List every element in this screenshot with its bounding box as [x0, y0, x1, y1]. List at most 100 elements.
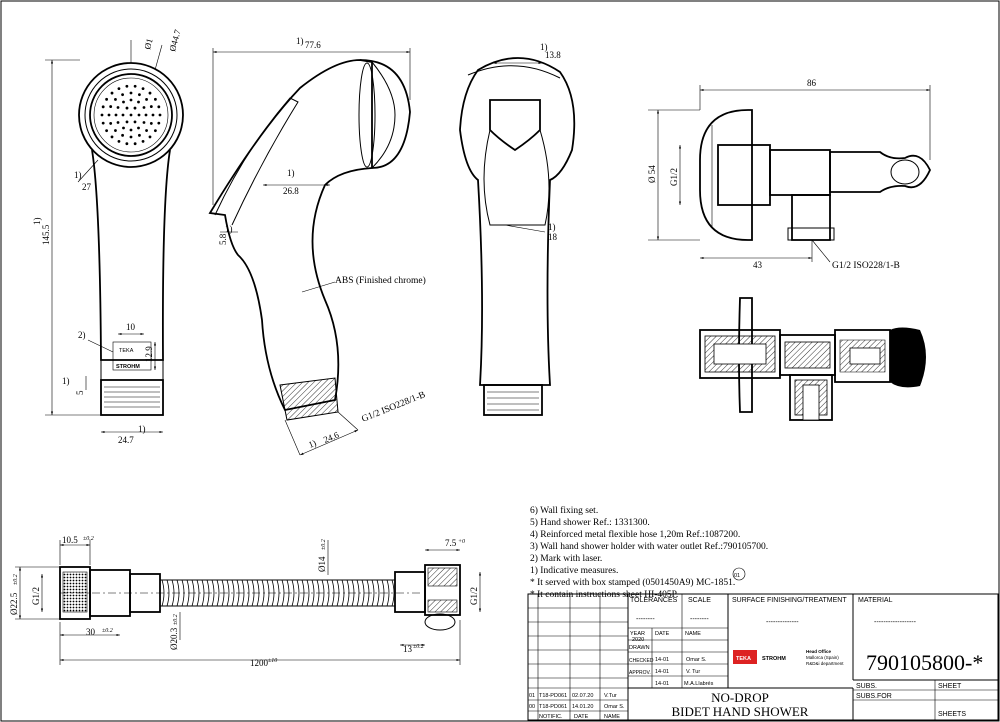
- hose-coil-wind: [286, 579, 290, 607]
- hose-coil-wind: [186, 579, 190, 607]
- nozzle-dot: [129, 135, 133, 139]
- dim-hose-105: 10.5: [62, 535, 78, 545]
- rev-0-id: 01: [529, 693, 535, 699]
- hose-coil-wind: [281, 579, 285, 607]
- hose-coil-wind: [331, 579, 335, 607]
- nozzle-dot: [121, 113, 125, 117]
- hose-coil-wind: [171, 579, 175, 607]
- side-view: 77.6 1) 26.8 1) 5.8 1) ABS (Finished chr…: [208, 36, 427, 456]
- dim-front-width: 24.7: [118, 435, 134, 445]
- holder-section-view: [699, 297, 926, 421]
- dim-hose-30: 30: [86, 627, 96, 637]
- hose-coil-wind: [316, 579, 320, 607]
- name-label: NAME: [685, 631, 701, 637]
- material-value: ------------------: [874, 619, 917, 626]
- dim-side-268: 26.8: [283, 186, 299, 196]
- hose-coil-wind: [306, 579, 310, 607]
- dim-holder-d54: Ø 54: [647, 165, 657, 183]
- nozzle-dot: [116, 106, 120, 109]
- note-5: 5) Hand shower Ref.: 1331300.: [530, 517, 650, 528]
- dim-hose-d203: Ø20.3: [169, 627, 179, 650]
- nozzle-dot: [101, 105, 105, 109]
- title-line-2: BIDET HAND SHOWER: [672, 704, 809, 719]
- ref-side-length: 1): [296, 36, 304, 46]
- hose-coil-wind: [196, 579, 200, 607]
- hose-coil-wind: [221, 579, 225, 607]
- hose-coil-wind: [216, 579, 220, 607]
- hose-coil-wind: [301, 579, 305, 607]
- tol-hose-13: ±0.2: [413, 644, 424, 650]
- nozzle-dot: [100, 113, 104, 117]
- hose-coil-wind: [246, 579, 250, 607]
- tol-hose-d14: ±0.2: [321, 539, 327, 550]
- sheet-label: SHEET: [938, 683, 962, 690]
- approved-name: M.A.Llabrés: [684, 681, 714, 687]
- checked-date: 14-01: [655, 669, 669, 675]
- hose-coil-wind: [161, 579, 165, 607]
- hose-coil-wind: [291, 579, 295, 607]
- scale-value: --------: [690, 616, 709, 623]
- material-label: MATERIAL: [858, 597, 893, 604]
- nozzle-dot: [114, 98, 117, 101]
- hose-coil-wind: [241, 579, 245, 607]
- ref-side-246: 1): [307, 438, 318, 450]
- ref-front-width: 1): [138, 424, 146, 434]
- dim-rear-18: 18: [548, 232, 558, 242]
- subs-for-label: SUBS.FOR: [856, 693, 892, 700]
- hose-coil-wind: [311, 579, 315, 607]
- rev-1-id: 00: [529, 704, 535, 710]
- drawn-label: DRAWN: [629, 645, 650, 651]
- nozzle-dot: [125, 106, 129, 110]
- dim-hose-1200: 1200: [250, 658, 269, 668]
- nozzle-dot: [105, 97, 109, 101]
- teka-logo: [733, 650, 757, 664]
- nozzle-dot: [129, 98, 133, 102]
- nozzle-dot: [137, 126, 140, 130]
- note-1: 1) Indicative measures.: [530, 565, 618, 576]
- hose-coil-wind: [231, 579, 235, 607]
- side-material-label: ABS (Finished chrome): [335, 275, 426, 286]
- ref-rear-18: 1): [548, 222, 556, 232]
- dim-holder-g12: G1/2: [669, 168, 679, 186]
- nozzle-dot: [141, 87, 145, 91]
- tol-hose-d225: ±0.2: [13, 574, 19, 585]
- hose-coil-wind: [261, 579, 265, 607]
- tol-hose-75: +0: [458, 539, 465, 545]
- hose-coil-wind: [211, 579, 215, 607]
- ref-rear-138: 1): [540, 42, 548, 52]
- nozzle-dot: [133, 106, 137, 110]
- ref-front-laser: 2): [78, 330, 86, 340]
- nozzle-dot: [116, 121, 120, 124]
- office-line-3: R&D&i department: [806, 661, 844, 666]
- title-line-1: NO-DROP: [711, 690, 769, 705]
- rev-1-name: Omar S.: [604, 704, 625, 710]
- dim-hose-75: 7.5: [445, 538, 457, 548]
- hose-coil-wind: [236, 579, 240, 607]
- nozzle-dot: [121, 133, 124, 137]
- tol-hose-d203: ±0.2: [173, 614, 179, 625]
- nozzle-dot: [149, 122, 153, 125]
- hose-coil-wind: [376, 579, 380, 607]
- hose-coil-wind: [326, 579, 330, 607]
- hose-coil-wind: [296, 579, 300, 607]
- approved-label: APPROV.: [629, 670, 651, 676]
- note-6: 6) Wall fixing set.: [530, 505, 598, 516]
- nozzle-dot: [122, 100, 125, 104]
- note-4: 4) Reinforced metal flexible hose 1,20m …: [530, 529, 740, 540]
- dim-hose-13: 13: [403, 644, 413, 654]
- tol-hose-1200: ±10: [268, 658, 277, 664]
- dim-side-length: 77.6: [305, 40, 321, 50]
- date-label: DATE: [655, 631, 670, 637]
- dim-hose-g12-left: G1/2: [31, 587, 41, 605]
- nozzle-dot: [141, 139, 145, 143]
- checked-name: V. Tur: [686, 669, 700, 675]
- ref-front-height: 1): [32, 218, 42, 226]
- sheets-label: SHEETS: [938, 711, 966, 718]
- nozzle-dot: [149, 105, 153, 108]
- rev-header-date: DATE: [574, 714, 589, 720]
- dim-front-d2: Ø44.7: [167, 28, 183, 53]
- rev-0-name: V.Tur: [604, 693, 617, 699]
- dim-hose-d225: Ø22.5: [9, 592, 19, 615]
- ref-side-58: 1): [225, 224, 233, 234]
- nozzle-dot: [125, 84, 129, 88]
